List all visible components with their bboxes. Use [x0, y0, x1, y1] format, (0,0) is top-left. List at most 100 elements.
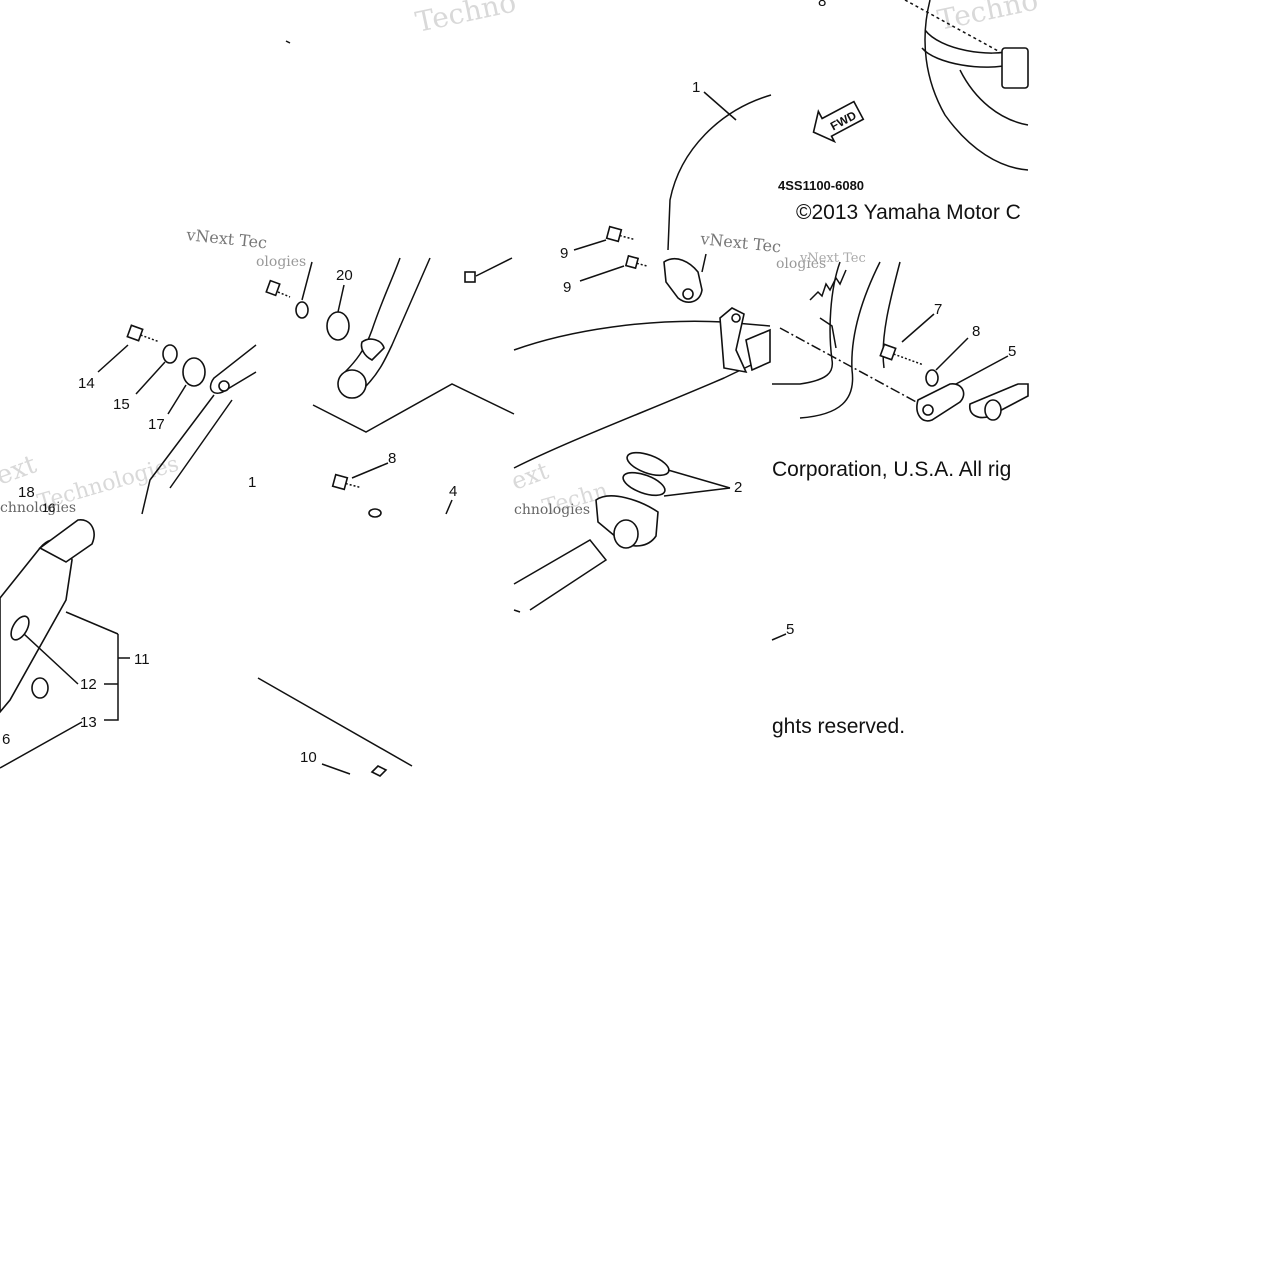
- leader-line: [904, 0, 1001, 53]
- callout-label: 8: [972, 323, 980, 340]
- spring-part: [809, 269, 847, 301]
- callout-label: 1: [248, 474, 256, 491]
- pipe-end: [337, 369, 367, 399]
- callout-label: 10: [300, 749, 317, 766]
- footrest-bracket: [209, 344, 257, 394]
- part-number: 4SS1100-6080: [778, 178, 864, 193]
- silencer-tip: [38, 519, 95, 563]
- leader-line: [285, 40, 291, 44]
- gasket-ring: [622, 471, 666, 497]
- tile-top-right: 8 1 FWD 4SS1100-6080 ©2013 Yamaha Motor …: [667, 0, 1029, 251]
- leader-line: [0, 721, 83, 769]
- gasket-ring: [626, 451, 670, 477]
- watermark-text: ologies: [256, 254, 306, 270]
- bolt-head: [265, 279, 281, 297]
- callout-label: 18: [18, 484, 35, 501]
- header-joint: [745, 328, 771, 372]
- callout-label: 2: [734, 479, 742, 496]
- muffler-clamp: [1001, 47, 1029, 89]
- callout-label: 16: [42, 501, 56, 515]
- leader-line: [301, 261, 313, 301]
- connector-pipe-lower: [513, 609, 521, 613]
- callout-label: 4: [449, 483, 457, 500]
- pivot-hole: [218, 380, 230, 392]
- footrest-arm: [141, 394, 233, 515]
- exhaust-pipe-right-3: [882, 261, 901, 369]
- leader-line: [701, 253, 707, 273]
- callout-label: 14: [78, 375, 95, 392]
- leader-line: [935, 337, 969, 371]
- bracket-pipe: [344, 257, 401, 373]
- collar-part: [182, 357, 206, 387]
- fwd-arrow-icon: FWD: [812, 100, 865, 144]
- bolt-head: [464, 271, 476, 283]
- leader-line: [337, 284, 345, 313]
- pipe-socket: [613, 519, 639, 549]
- callout-label: 9: [563, 279, 571, 296]
- washer-part: [295, 301, 309, 319]
- frame-outline: [312, 383, 515, 433]
- callout-label: 7: [934, 301, 942, 318]
- muffler-elbow-inner: [959, 69, 1029, 126]
- copyright-line-3: ghts reserved.: [772, 715, 905, 738]
- watermark-text: ologies: [776, 256, 826, 272]
- callout-label: 11: [134, 651, 150, 668]
- exhaust-pipe-right: [772, 261, 841, 385]
- callout-label: 13: [80, 714, 97, 731]
- bracket-line: [819, 317, 837, 349]
- copyright-line-1: ©2013 Yamaha Motor C: [796, 201, 1021, 224]
- bolt-part: [879, 343, 923, 366]
- leader-line: [135, 361, 166, 395]
- callout-label: 6: [2, 731, 10, 748]
- leader-line: [475, 257, 513, 277]
- tile-right: 7 8 5 Corporation, U.S.A. All rig 5 ghts…: [771, 261, 1029, 738]
- leader-line: [579, 265, 625, 282]
- bolt-shank: [277, 291, 291, 298]
- exhaust-header-bottom: [513, 355, 771, 469]
- leader-line: [663, 487, 731, 497]
- tile-center-left: 20 8 4 10: [257, 40, 515, 777]
- watermark-text: chnologies: [514, 502, 590, 518]
- pipe-stub-end: [984, 399, 1002, 421]
- pipe-flange: [360, 338, 385, 361]
- bolt-part: [126, 324, 158, 342]
- leader-line: [97, 344, 129, 373]
- callout-label: 9: [560, 245, 568, 262]
- callout-label: 20: [336, 267, 353, 284]
- leader-line: [23, 633, 79, 685]
- leader-line: [167, 384, 187, 415]
- watermark-layer: Techno Techno vNext Tec vNext Tec ologie…: [0, 0, 1041, 521]
- bolt-part: [624, 254, 648, 270]
- watermark-text: chnologies: [0, 500, 76, 516]
- callout-label: 17: [148, 416, 165, 433]
- header-bracket: [719, 307, 748, 374]
- leader-line: [955, 355, 1009, 385]
- leader-line: [703, 91, 737, 121]
- watermark-text: vNext Tec: [799, 251, 866, 266]
- connector-pipe: [513, 539, 608, 611]
- silencer-cap: [31, 677, 49, 699]
- centerline: [779, 327, 921, 405]
- tile-left: 14 15 17 1 18 16 11 12 13 6: [0, 324, 257, 769]
- washer-part: [368, 508, 382, 518]
- watermark-text: vNext Tec: [185, 225, 268, 252]
- flange-hole: [682, 288, 694, 300]
- callout-label: 5: [1008, 343, 1016, 360]
- bracket-pipe-inner: [361, 257, 431, 391]
- muffler-elbow-outline: [924, 0, 1029, 171]
- exhaust-pipe-curve: [667, 94, 772, 251]
- leader-line: [771, 633, 787, 641]
- bolt-part: [331, 473, 360, 491]
- watermark-text: vNext Tec: [699, 229, 782, 256]
- watermark-text: ext: [507, 456, 552, 495]
- clamp-part: [370, 765, 388, 777]
- leader-line: [65, 611, 119, 635]
- washer-part: [162, 344, 178, 364]
- washer-part: [925, 369, 939, 387]
- leader-line: [667, 469, 731, 489]
- watermark-text: Techno: [413, 0, 519, 39]
- grommet-part: [326, 311, 350, 341]
- leader-line: [351, 462, 389, 479]
